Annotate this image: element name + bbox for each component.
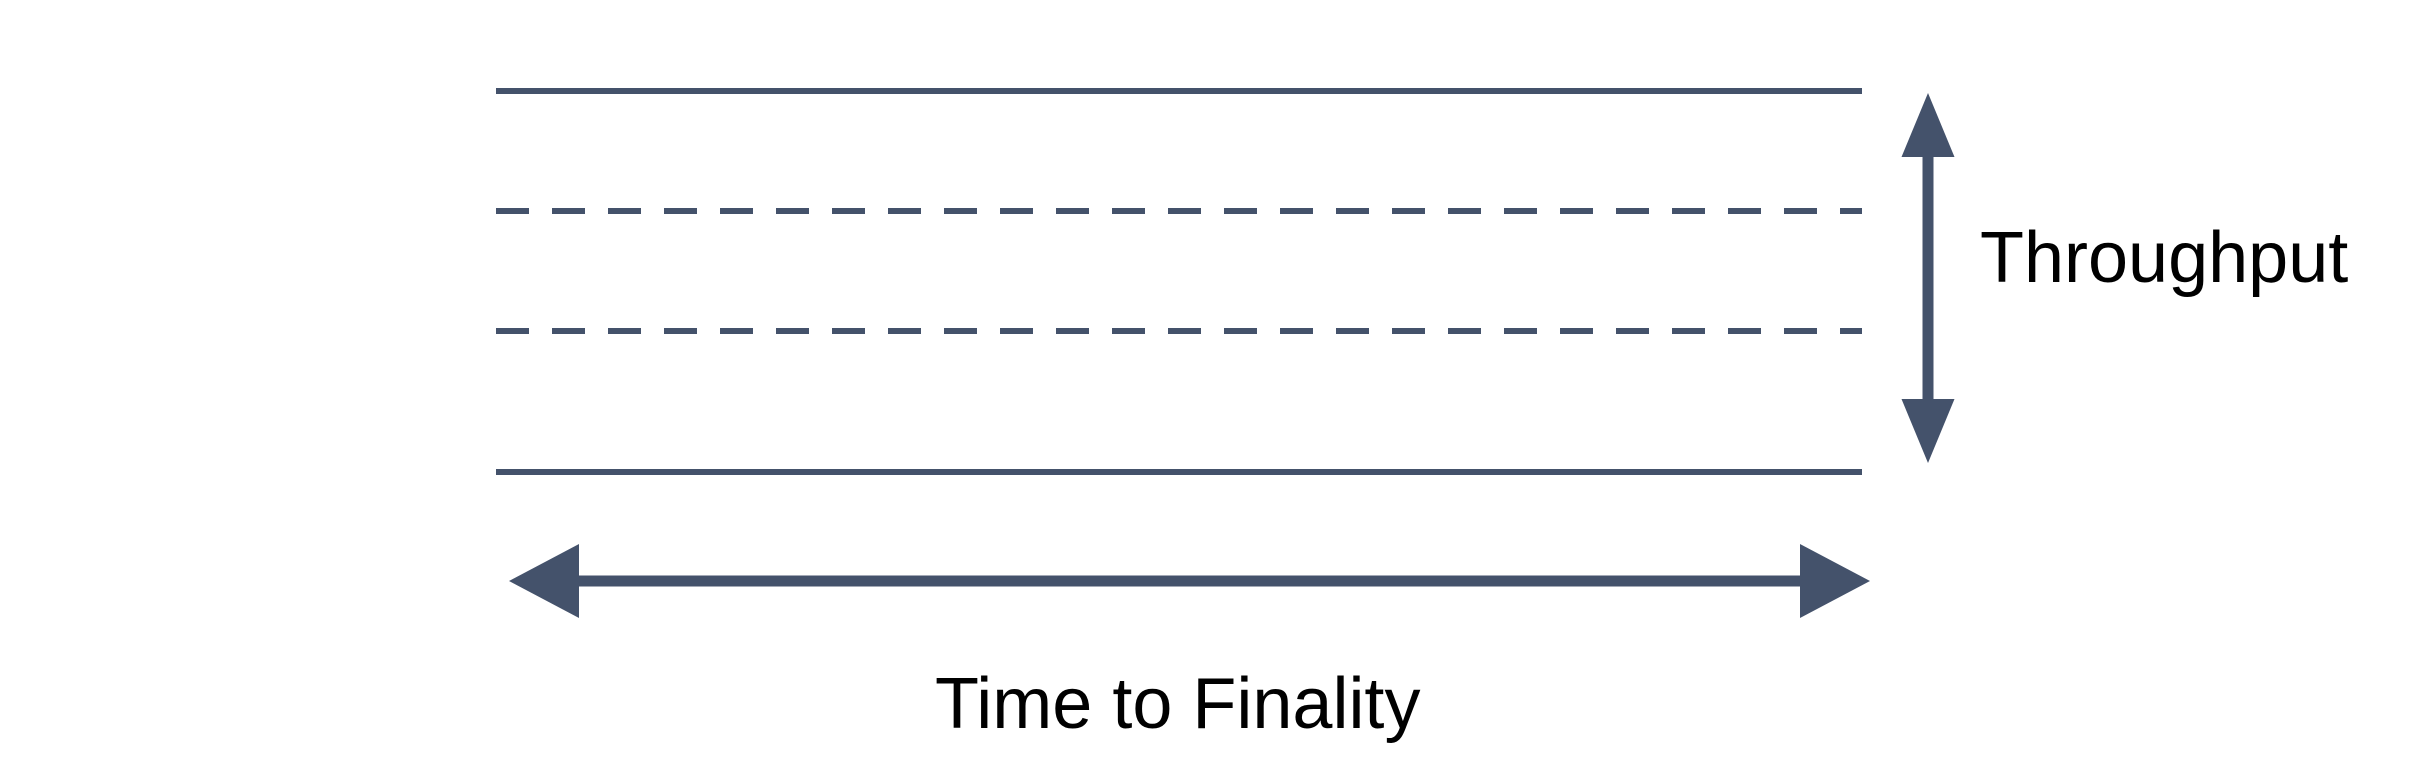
double-headed-vertical-arrow-icon — [1901, 93, 1955, 463]
vertical-axis-label: Throughput — [1980, 218, 2349, 298]
double-headed-horizontal-arrow-icon — [509, 544, 1870, 618]
horizontal-axis-label: Time to Finality — [935, 664, 1421, 744]
